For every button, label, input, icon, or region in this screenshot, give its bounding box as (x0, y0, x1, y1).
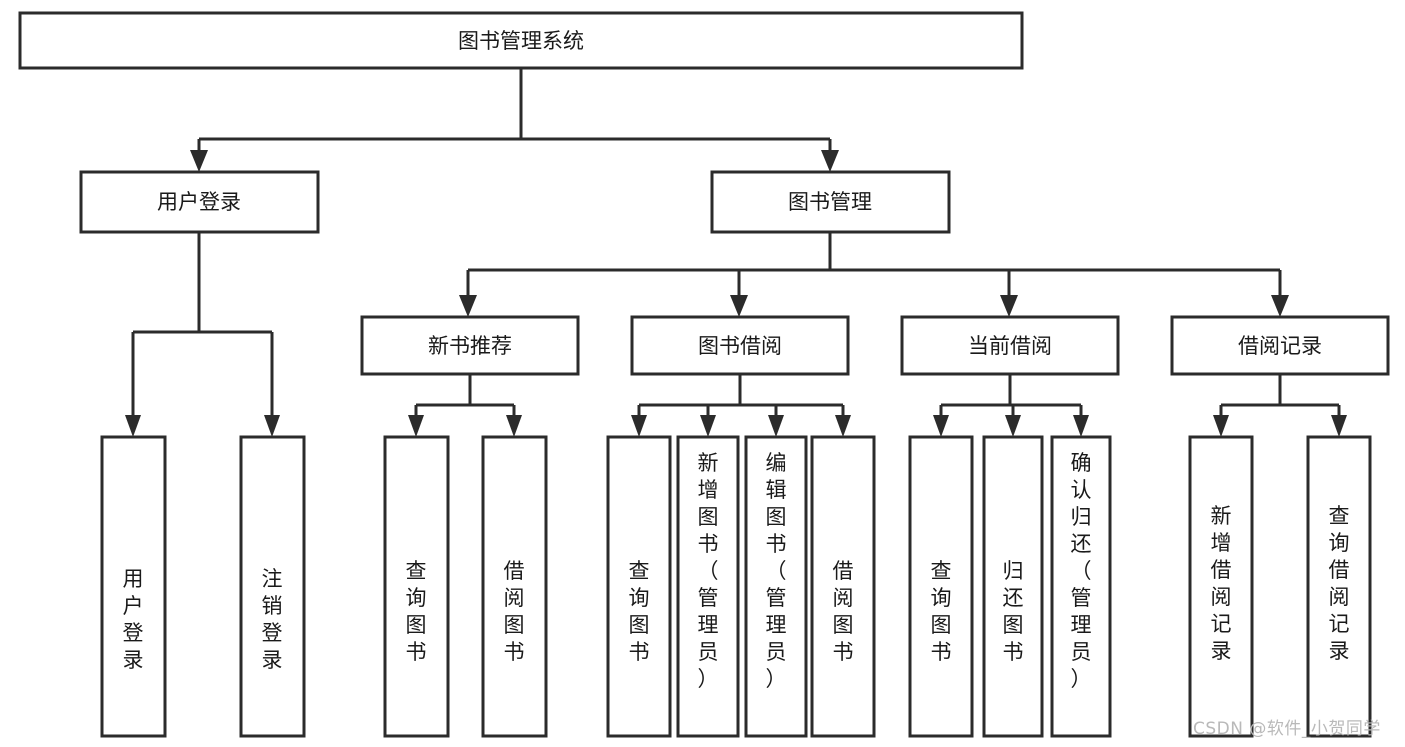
node-current-borrow[interactable]: 当前借阅 (900, 315, 1120, 376)
node-box-leaf-add-borrow-record[interactable] (1188, 435, 1254, 738)
arrow-head-icon (730, 295, 748, 317)
node-label-leaf-query-book-current: 查询图书 (931, 559, 952, 664)
arrow-head-icon (933, 415, 949, 437)
node-box-current-borrow[interactable] (900, 315, 1120, 376)
arrow-head-icon (821, 150, 839, 172)
node-box-leaf-query-book-current[interactable] (908, 435, 974, 738)
arrow-head-icon (459, 295, 477, 317)
arrow-head-icon (264, 415, 280, 437)
arrow-head-icon (1073, 415, 1089, 437)
node-label-current-borrow: 当前借阅 (968, 334, 1052, 358)
node-label-user-login: 用户登录 (157, 190, 241, 214)
node-leaf-confirm-return[interactable]: 确认归还（管理员） (1050, 435, 1112, 738)
node-label-leaf-logout-login: 注销登录 (262, 567, 283, 672)
arrow-head-icon (1271, 295, 1289, 317)
node-box-leaf-borrow-book[interactable] (810, 435, 876, 738)
arrow-head-icon (1000, 295, 1018, 317)
node-label-leaf-confirm-return: 确认归还（管理员） (1071, 451, 1092, 691)
node-book-borrow[interactable]: 图书借阅 (630, 315, 850, 376)
node-label-book-borrow: 图书借阅 (698, 334, 782, 358)
node-box-user-login[interactable] (79, 170, 320, 234)
node-box-book-borrow[interactable] (630, 315, 850, 376)
node-label-leaf-return-book: 归还图书 (1003, 559, 1024, 664)
arrow-head-icon (631, 415, 647, 437)
arrow-head-icon (408, 415, 424, 437)
node-leaf-query-book-current[interactable]: 查询图书 (908, 435, 974, 738)
node-box-leaf-confirm-return[interactable] (1050, 435, 1112, 738)
node-box-new-book-recommend[interactable] (360, 315, 580, 376)
node-label-leaf-add-book: 新增图书（管理员） (698, 451, 719, 691)
arrow-head-icon (768, 415, 784, 437)
node-leaf-edit-book[interactable]: 编辑图书（管理员） (744, 435, 808, 738)
node-leaf-return-book[interactable]: 归还图书 (982, 435, 1044, 738)
node-leaf-user-login[interactable]: 用户登录 (100, 435, 167, 738)
node-box-leaf-return-book[interactable] (982, 435, 1044, 738)
node-user-login[interactable]: 用户登录 (79, 170, 320, 234)
node-box-leaf-edit-book[interactable] (744, 435, 808, 738)
node-label-borrow-records: 借阅记录 (1238, 334, 1322, 358)
arrow-head-icon (1005, 415, 1021, 437)
node-box-borrow-records[interactable] (1170, 315, 1390, 376)
node-leaf-query-book-borrow[interactable]: 查询图书 (606, 435, 672, 738)
node-leaf-query-borrow-record[interactable]: 查询借阅记录 (1306, 435, 1372, 738)
node-new-book-recommend[interactable]: 新书推荐 (360, 315, 580, 376)
node-label-leaf-add-borrow-record: 新增借阅记录 (1211, 504, 1232, 663)
node-root[interactable]: 图书管理系统 (18, 11, 1024, 70)
node-box-leaf-query-book-recommend[interactable] (383, 435, 450, 738)
node-box-root[interactable] (18, 11, 1024, 70)
node-leaf-query-book-recommend[interactable]: 查询图书 (383, 435, 450, 738)
node-box-leaf-add-book[interactable] (676, 435, 740, 738)
node-leaf-add-book[interactable]: 新增图书（管理员） (676, 435, 740, 738)
node-box-book-management[interactable] (710, 170, 951, 234)
node-label-leaf-query-borrow-record: 查询借阅记录 (1329, 504, 1350, 663)
node-box-leaf-logout-login[interactable] (239, 435, 306, 738)
node-label-book-management: 图书管理 (788, 190, 872, 214)
node-leaf-borrow-book-recommend[interactable]: 借阅图书 (481, 435, 548, 738)
node-label-leaf-query-book-recommend: 查询图书 (406, 559, 427, 664)
node-box-leaf-query-borrow-record[interactable] (1306, 435, 1372, 738)
connectors-layer (131, 68, 1341, 415)
node-leaf-borrow-book[interactable]: 借阅图书 (810, 435, 876, 738)
node-label-leaf-borrow-book-recommend: 借阅图书 (504, 559, 525, 664)
node-box-leaf-borrow-book-recommend[interactable] (481, 435, 548, 738)
node-leaf-logout-login[interactable]: 注销登录 (239, 435, 306, 738)
arrow-head-icon (190, 150, 208, 172)
node-label-root: 图书管理系统 (458, 29, 584, 53)
arrow-head-icon (1331, 415, 1347, 437)
arrow-head-icon (125, 415, 141, 437)
node-borrow-records[interactable]: 借阅记录 (1170, 315, 1390, 376)
arrowheads-layer (125, 150, 1347, 437)
arrow-head-icon (700, 415, 716, 437)
node-label-leaf-borrow-book: 借阅图书 (833, 559, 854, 664)
node-label-new-book-recommend: 新书推荐 (428, 334, 512, 358)
arrow-head-icon (1213, 415, 1229, 437)
node-book-management[interactable]: 图书管理 (710, 170, 951, 234)
node-label-leaf-user-login: 用户登录 (123, 567, 144, 672)
node-label-leaf-query-book-borrow: 查询图书 (629, 559, 650, 664)
node-leaf-add-borrow-record[interactable]: 新增借阅记录 (1188, 435, 1254, 738)
node-label-leaf-edit-book: 编辑图书（管理员） (766, 451, 787, 691)
arrow-head-icon (506, 415, 522, 437)
node-box-leaf-query-book-borrow[interactable] (606, 435, 672, 738)
arrow-head-icon (835, 415, 851, 437)
node-box-leaf-user-login[interactable] (100, 435, 167, 738)
